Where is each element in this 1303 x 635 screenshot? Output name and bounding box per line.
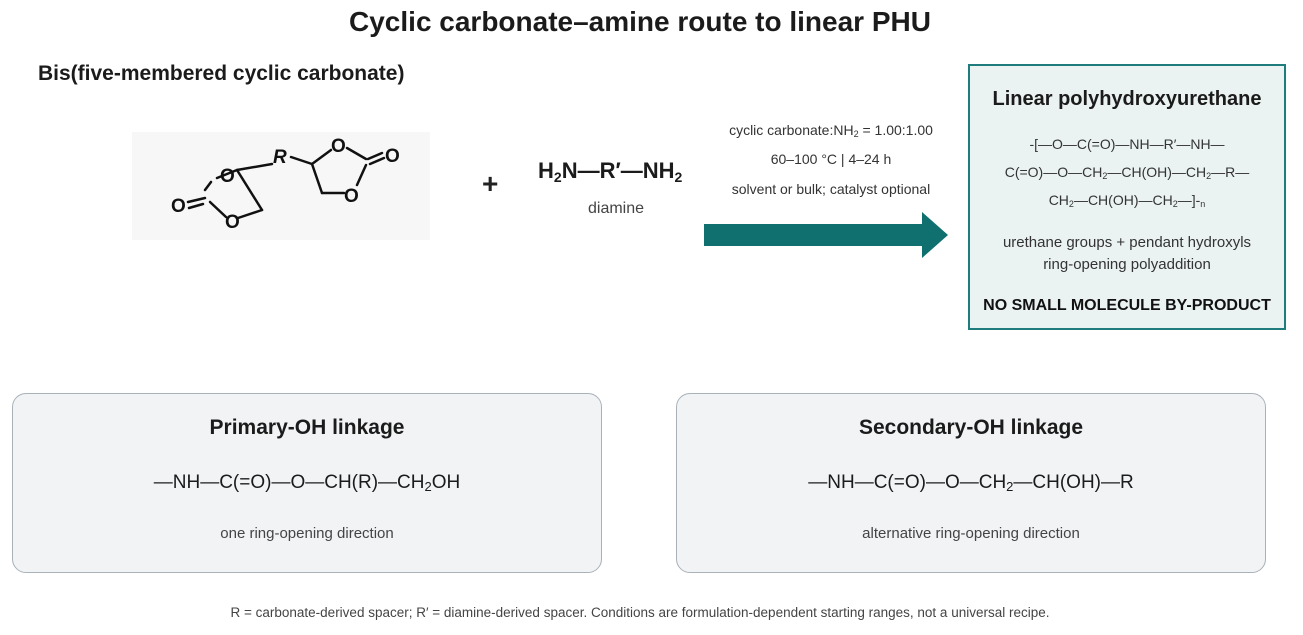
primary-oh-linkage-box: Primary-OH linkage —NH—C(=O)—O—CH(R)—CH2… [12, 393, 602, 573]
diamine-caption: diamine [588, 200, 645, 217]
product-description: urethane groups + pendant hydroxyls [1002, 234, 1252, 251]
product-mechanism: ring-opening polyaddition [1043, 256, 1211, 273]
r-group-label: R [273, 147, 287, 168]
condition-ratio: cyclic carbonate:NH2 = 1.00:1.00 [729, 122, 933, 139]
bis-carbonate-svg: O O O R O O O [171, 136, 400, 233]
linkage-title: Secondary-OH linkage [858, 416, 1084, 439]
reactant1-heading: Bis(five-membered cyclic carbonate) [38, 62, 405, 85]
footnote: R = carbonate-derived spacer; R′ = diami… [230, 605, 1050, 620]
product-formula-line1: -[—O—C(=O)—NH—R′—NH— [1029, 136, 1225, 152]
ring-oxygen-label: O [331, 136, 346, 157]
plus-sign: + [482, 168, 499, 199]
condition-medium: solvent or bulk; catalyst optional [731, 181, 931, 197]
product-formula-line3: CH2—CH(OH)—CH2—]-n [1048, 192, 1206, 209]
condition-temp-time: 60–100 °C | 4–24 h [770, 151, 892, 167]
product-formula-line2: C(=O)—O—CH2—CH(OH)—CH2—R— [1004, 164, 1250, 181]
product-title: Linear polyhydroxyurethane [992, 88, 1262, 110]
linkage-title: Primary-OH linkage [209, 416, 405, 439]
ring-oxygen-label: O [220, 166, 235, 187]
linkage-formula: —NH—C(=O)—O—CH2—CH(OH)—R [808, 472, 1134, 494]
linkage-description: one ring-opening direction [220, 525, 394, 542]
carbonyl-oxygen-label: O [171, 196, 186, 217]
carbonyl-oxygen-label: O [385, 146, 400, 167]
linkage-formula: —NH—C(=O)—O—CH(R)—CH2OH [153, 472, 461, 494]
diagram-title: Cyclic carbonate–amine route to linear P… [349, 6, 931, 37]
ring-oxygen-label: O [344, 186, 359, 207]
linkage-description: alternative ring-opening direction [862, 525, 1080, 542]
bis-carbonate-structure: O O O R O O O [132, 132, 430, 240]
product-byproduct-note: NO SMALL MOLECULE BY-PRODUCT [983, 297, 1271, 314]
secondary-oh-linkage-box: Secondary-OH linkage —NH—C(=O)—O—CH2—CH(… [676, 393, 1266, 573]
product-box: Linear polyhydroxyurethane -[—O—C(=O)—NH… [968, 64, 1286, 330]
reaction-arrow-icon [704, 212, 948, 258]
ring-oxygen-label: O [225, 212, 240, 233]
diamine-formula: H2N—R′—NH2 [538, 158, 683, 185]
